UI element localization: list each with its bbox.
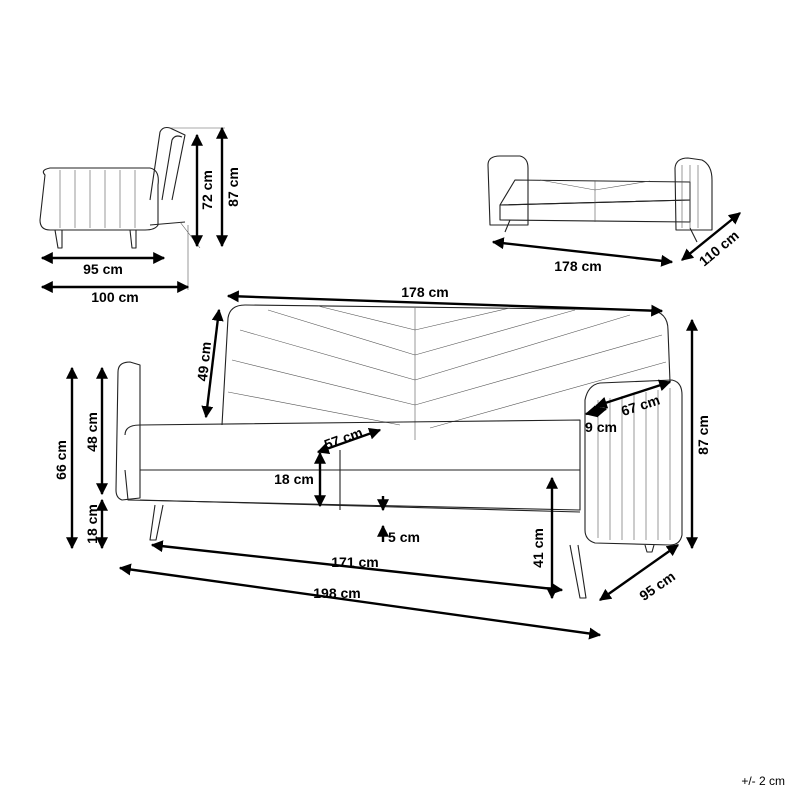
seat-depth-arrow (316, 427, 382, 455)
side-height-label: 87 cm (225, 167, 241, 207)
tolerance-note: +/- 2 cm (741, 774, 785, 788)
back-width-arrow (226, 290, 664, 317)
arm-depth-arrow (594, 379, 672, 409)
total-height-left-label: 66 cm (53, 440, 69, 480)
bed-depth-arrow (681, 212, 741, 261)
side-view-dimensions: 72 cm 87 cm 95 cm 100 cm (40, 126, 241, 305)
total-depth-label: 95 cm (636, 568, 678, 604)
arm-height-label: 48 cm (84, 412, 100, 452)
clearance-label: 5 cm (388, 529, 420, 545)
side-view-sofa (39, 126, 225, 290)
back-height-label: 49 cm (194, 341, 214, 382)
bed-width-arrow (491, 237, 674, 267)
arm-width-label: 9 cm (585, 419, 617, 435)
side-depth-total-label: 100 cm (91, 289, 138, 305)
seat-cushion-label: 18 cm (274, 471, 314, 487)
bed-view-dimensions: 178 cm 110 cm (491, 212, 742, 274)
bed-depth-label: 110 cm (696, 227, 742, 269)
total-depth-arrow (599, 544, 679, 601)
seat-depth-label: 57 cm (322, 424, 365, 453)
back-height-arrow (201, 308, 224, 419)
leg-height-left-label: 18 cm (84, 504, 100, 544)
bed-width-label: 178 cm (554, 258, 601, 274)
front-view-dimensions: 178 cm 49 cm 66 cm 48 cm 18 cm 57 cm 18 … (53, 284, 711, 640)
back-width-label: 178 cm (401, 284, 448, 300)
total-height-label: 87 cm (695, 415, 711, 455)
side-height-reclined-label: 72 cm (199, 170, 215, 210)
seat-height-label: 41 cm (530, 528, 546, 568)
seat-width-label: 171 cm (331, 554, 378, 570)
bed-view-sofa (487, 155, 713, 243)
total-width-label: 198 cm (313, 585, 360, 601)
total-width-arrow (118, 563, 602, 640)
arm-width-arrow (584, 405, 608, 418)
side-depth-seat-label: 95 cm (83, 261, 123, 277)
